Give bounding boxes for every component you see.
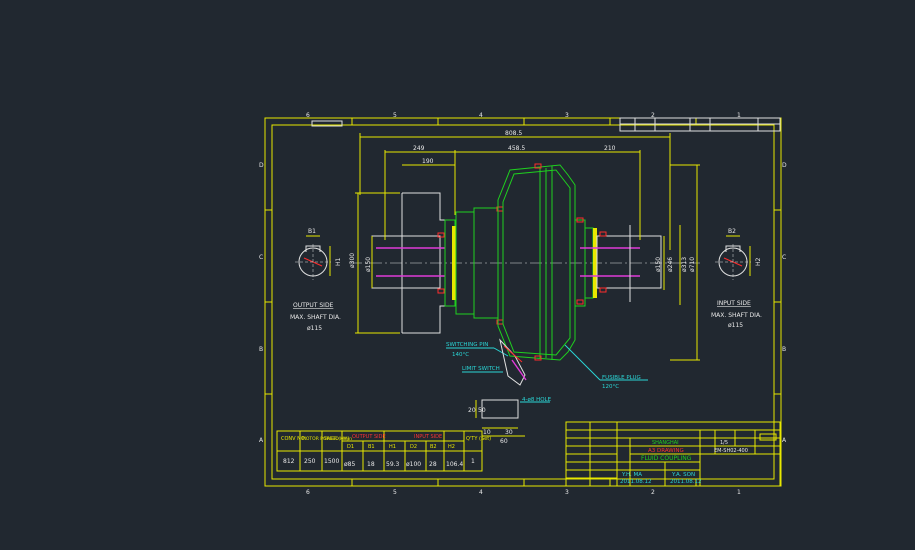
input-keyway-detail: B2 H2 <box>715 228 762 280</box>
table-h-conv: CONV NO. <box>281 436 307 442</box>
hole-label: 4-ø8 HOLE <box>522 397 552 403</box>
dim-60: 60 <box>500 438 508 445</box>
title-drawing-no: EM-SH02-400 <box>714 448 748 454</box>
zone-left-b: B <box>259 346 263 353</box>
dim-output-shaft: ø150 <box>365 257 372 272</box>
dim-30: 30 <box>505 429 513 436</box>
input-h-label: H2 <box>755 257 762 266</box>
zone-bottom-6: 6 <box>306 489 310 496</box>
zone-right-a: A <box>782 437 787 444</box>
table-h-speed: SPEED r/min <box>324 436 352 442</box>
table-cell-h1: 59.3 <box>386 461 400 468</box>
input-side-line1: MAX. SHAFT DIA. <box>711 312 762 319</box>
hole-detail: 4-ø8 HOLE 20 50 10 30 60 <box>468 397 552 445</box>
table-cell-speed: 1500 <box>324 458 339 465</box>
table-cell-motor: 250 <box>304 458 316 465</box>
title-drawn-date: 2011.08.12 <box>620 479 652 485</box>
input-shaft-assembly <box>574 217 662 307</box>
zone-left-d: D <box>259 162 264 169</box>
output-side-title: OUTPUT SIDE <box>293 302 334 309</box>
zone-bottom-2: 2 <box>651 489 655 496</box>
output-side-line2: ø115 <box>307 325 322 332</box>
table-cell-d1: ø85 <box>344 461 355 468</box>
title-checked-by: Y.A. SON <box>671 472 695 478</box>
revision-strip <box>311 117 781 132</box>
title-checked-date: 2011.08.12 <box>670 479 702 485</box>
table-h-input: INPUT SIDE <box>414 434 442 440</box>
table-sh-d2: D2 <box>410 444 417 450</box>
input-side-title: INPUT SIDE <box>717 300 751 307</box>
limit-switch-label: LIMIT SWITCH <box>462 366 500 372</box>
title-scale: 1/5 <box>720 440 728 446</box>
zone-right-d: D <box>782 162 787 169</box>
output-h-label: H1 <box>335 257 342 266</box>
dim-output-housing: ø300 <box>349 253 356 268</box>
zone-top-5: 5 <box>393 112 397 119</box>
dim-20: 20 <box>468 407 476 414</box>
title-drawn-by: Y.H. MA <box>621 472 642 478</box>
output-b-label: B1 <box>308 228 316 235</box>
dimension-lines <box>355 133 700 361</box>
zone-top-3: 3 <box>565 112 569 119</box>
spec-table <box>276 430 483 472</box>
table-h-output: OUTPUT SIDE <box>352 434 386 440</box>
switching-pin-label: SWITCHING PIN <box>446 342 488 348</box>
drawing-frame <box>264 117 782 487</box>
zone-left-c: C <box>259 254 263 261</box>
table-sh-b1: B1 <box>368 444 375 450</box>
table-cell-conv: 812 <box>283 458 295 465</box>
table-cell-d2: ø100 <box>406 461 421 468</box>
limit-switch-callout: LIMIT SWITCH <box>462 338 527 386</box>
title-sub: A3 DRAWING <box>648 448 684 454</box>
fusible-plug-label: FUSIBLE PLUG <box>602 375 641 381</box>
dim-50: 50 <box>478 407 486 414</box>
dim-input-710: ø710 <box>689 257 696 272</box>
zone-bottom-3: 3 <box>565 489 569 496</box>
dim-middle: 458.5 <box>508 145 525 152</box>
dim-input-shaft: ø150 <box>655 257 662 272</box>
zone-labels: 6 5 4 3 2 1 6 5 4 3 2 1 D C B A D C B A <box>259 112 787 496</box>
table-sh-d1: D1 <box>347 444 354 450</box>
dim-input-246: ø246 <box>667 257 674 272</box>
dim-overall: 808.5 <box>505 130 522 137</box>
table-cell-b1: 18 <box>367 461 375 468</box>
zone-left-a: A <box>259 437 264 444</box>
dim-inner-left: 190 <box>422 158 434 165</box>
zone-top-1: 1 <box>737 112 741 119</box>
table-cell-h2: 106.4 <box>446 461 463 468</box>
output-side-line1: MAX. SHAFT DIA. <box>290 314 341 321</box>
zone-right-b: B <box>782 346 786 353</box>
table-sh-h1: H1 <box>389 444 396 450</box>
dim-left: 249 <box>413 145 425 152</box>
switching-pin-callout: SWITCHING PIN 140°C <box>446 342 509 358</box>
dim-input-313: ø313 <box>681 257 688 272</box>
zone-bottom-4: 4 <box>479 489 483 496</box>
dimension-texts: 808.5 249 458.5 210 190 ø300 ø150 ø150 ø… <box>349 130 696 272</box>
table-h-qty: Q'TY (Set) <box>466 436 491 442</box>
input-side-line2: ø115 <box>728 322 743 329</box>
zone-bottom-1: 1 <box>737 489 741 496</box>
switching-pin-temp: 140°C <box>452 352 469 358</box>
table-cell-qty: 1 <box>471 458 475 465</box>
coupling-body <box>497 163 576 361</box>
zone-right-c: C <box>782 254 786 261</box>
title-line1: FLUID COUPLING <box>641 455 692 462</box>
zone-bottom-5: 5 <box>393 489 397 496</box>
zone-top-6: 6 <box>306 112 310 119</box>
fusible-plug-temp: 120°C <box>602 384 619 390</box>
zone-top-2: 2 <box>651 112 655 119</box>
dim-right: 210 <box>604 145 616 152</box>
table-cell-b2: 28 <box>429 461 437 468</box>
table-h-motor: MOTOR POWER (kW) <box>302 436 349 442</box>
table-sh-h2: H2 <box>448 444 455 450</box>
input-b-label: B2 <box>728 228 736 235</box>
table-sh-b2: B2 <box>430 444 437 450</box>
zone-top-4: 4 <box>479 112 483 119</box>
title-block <box>565 421 781 487</box>
title-company: SHANGHAI <box>652 440 679 446</box>
dim-10: 10 <box>483 429 491 436</box>
fusible-plug-callout: FUSIBLE PLUG 120°C <box>564 344 648 390</box>
output-keyway-detail: B1 H1 <box>295 228 342 280</box>
